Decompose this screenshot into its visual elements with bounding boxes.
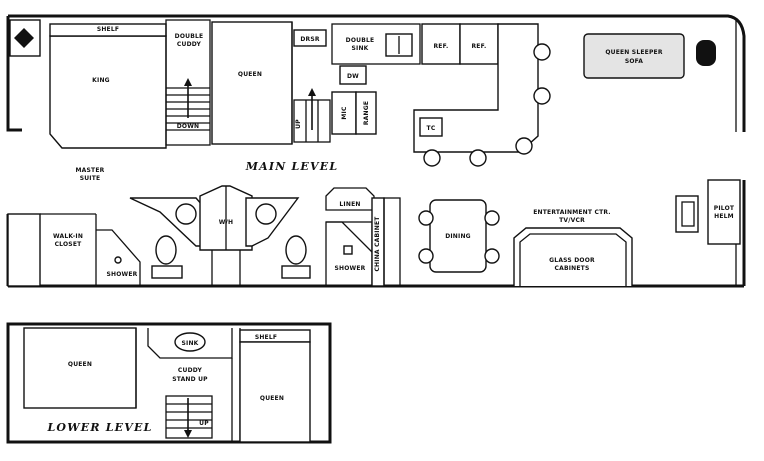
cuddy-label-1: CUDDY (178, 367, 203, 374)
shower-label-1: SHOWER (107, 271, 138, 278)
second-bath (245, 197, 311, 279)
entertainment-center (513, 227, 633, 286)
linen-label: LINEN (339, 201, 360, 208)
sofa-label-2: SOFA (625, 58, 643, 65)
pilot-label-2: HELM (714, 213, 734, 220)
pilot-helm (675, 179, 741, 245)
sink-label: SINK (181, 340, 198, 347)
king-bed (49, 23, 167, 149)
mic-label: MIC (341, 106, 348, 120)
ref-label-1: REF. (433, 43, 448, 50)
king-label: KING (92, 77, 110, 84)
tc-label: TC (427, 125, 436, 132)
galley (331, 23, 421, 135)
shower-label-2: SHOWER (335, 265, 366, 272)
dining-label: DINING (445, 233, 471, 240)
down-label: DOWN (177, 123, 200, 130)
ref-label-2: REF. (471, 43, 486, 50)
pilot-label-1: PILOT (714, 205, 735, 212)
sleeper-sofa (583, 33, 716, 79)
range-label: RANGE (363, 101, 370, 125)
master-suite-label-2: SUITE (80, 175, 101, 182)
dresser-label: DRSR (300, 36, 320, 43)
entertainment-label-1: ENTERTAINMENT CTR. (533, 209, 611, 216)
walk-in-label-1: WALK-IN (53, 233, 83, 240)
double-sink-label-2: SINK (351, 45, 368, 52)
refrigerators (421, 23, 499, 65)
bar-counter (413, 23, 551, 167)
lower-level-title: LOWER LEVEL (47, 421, 153, 434)
dresser-and-stair (293, 29, 331, 143)
master-suite-label-1: MASTER (76, 167, 105, 174)
main-level-title: MAIN LEVEL (245, 160, 339, 173)
master-bath (96, 197, 211, 286)
shelf-top-label: SHELF (97, 26, 119, 33)
lower-up-label: UP (199, 420, 209, 427)
glass-door-label-1: GLASS DOOR (549, 257, 595, 264)
arrow-up-icon (184, 78, 192, 86)
entertainment-label-2: TV/VCR (559, 217, 585, 224)
double-cuddy-stair (165, 19, 211, 146)
lower-left-queen (23, 327, 137, 409)
china-cabinet-label: CHINA CABINET (374, 216, 381, 272)
dw-label: DW (347, 73, 359, 80)
walk-in-closet (7, 213, 97, 287)
double-sink-label-1: DOUBLE (346, 37, 375, 44)
cuddy-label-2: STAND UP (172, 376, 208, 383)
lower-level-walls (6, 322, 332, 444)
linen-shower-china (325, 187, 401, 287)
up-label: UP (295, 119, 302, 129)
queen-bed-main (211, 21, 293, 145)
shelf-lower-label: SHELF (255, 334, 277, 341)
walk-in-label-2: CLOSET (55, 241, 83, 248)
sofa-label-1: QUEEN SLEEPER (605, 49, 663, 56)
queen-main-label: QUEEN (238, 71, 262, 78)
water-heater (199, 185, 253, 286)
glass-door-label-2: CABINETS (555, 265, 590, 272)
queen-lower-left-label: QUEEN (68, 361, 92, 368)
corner-fixture-icon (9, 19, 41, 57)
lower-right-queen (239, 329, 311, 443)
double-cuddy-label-1: DOUBLE (175, 33, 204, 40)
arrow-down-icon (184, 430, 192, 438)
dining-table (418, 199, 500, 273)
queen-lower-right-label: QUEEN (260, 395, 284, 402)
double-cuddy-label-2: CUDDY (177, 41, 202, 48)
arrow-up-icon (308, 88, 316, 96)
wh-label: W/H (219, 219, 233, 226)
